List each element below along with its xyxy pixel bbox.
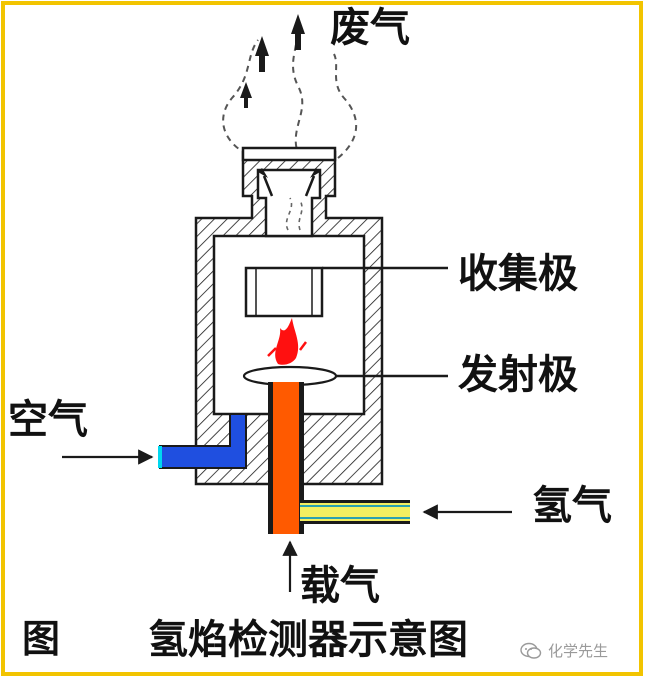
chimney-opening	[256, 168, 322, 238]
watermark-text: 化学先生	[548, 642, 609, 660]
watermark: 化学先生	[520, 640, 608, 661]
arrow-up-icon	[240, 82, 252, 108]
detector-body	[194, 146, 384, 486]
hydrogen-inlet-pipe	[300, 500, 410, 524]
arrow-up-icon	[291, 14, 305, 50]
figure-tag: 图	[22, 616, 61, 661]
diagram-title: 氢焰检测器示意图	[148, 616, 468, 663]
carrier-gas-label: 载气	[300, 562, 380, 609]
air-inlet-pipe	[158, 413, 247, 469]
emitter-label: 发射极	[458, 351, 578, 398]
flame	[275, 318, 299, 365]
hydrogen-label: 氢气	[532, 482, 612, 529]
collector-label: 收集极	[458, 250, 578, 297]
inlet-arrows	[62, 449, 512, 592]
collector-electrode	[244, 266, 448, 318]
arrow-up-icon	[255, 36, 269, 72]
jet-tube	[268, 382, 304, 534]
air-label: 空气	[8, 396, 88, 443]
wechat-bubble-icon	[520, 642, 542, 659]
exhaust-label: 废气	[330, 4, 410, 51]
exhaust-arrows	[240, 14, 305, 108]
chimney-cap	[241, 146, 337, 162]
